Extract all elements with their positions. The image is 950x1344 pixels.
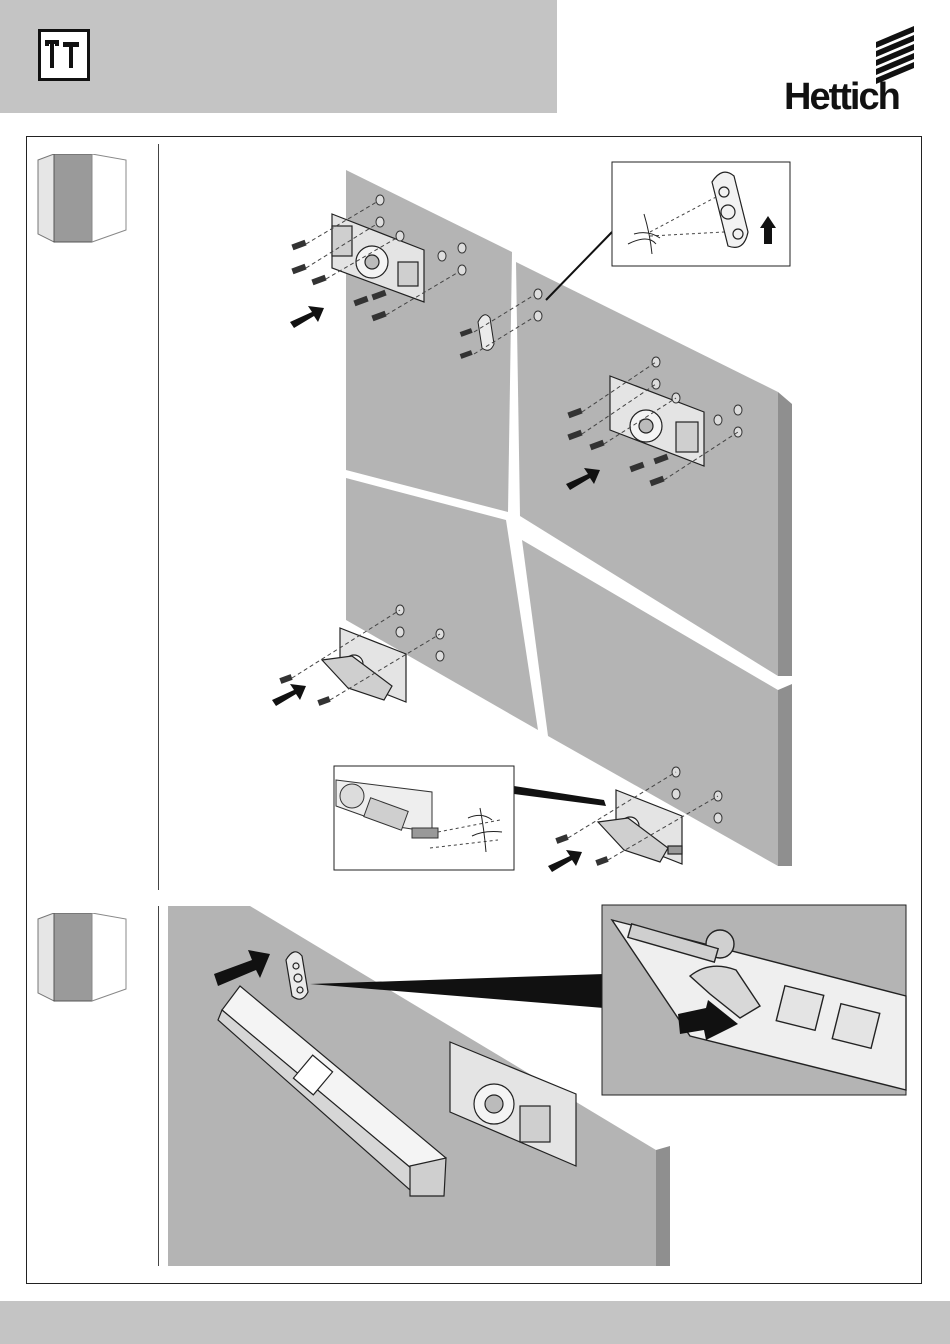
footer-band bbox=[0, 1301, 950, 1344]
